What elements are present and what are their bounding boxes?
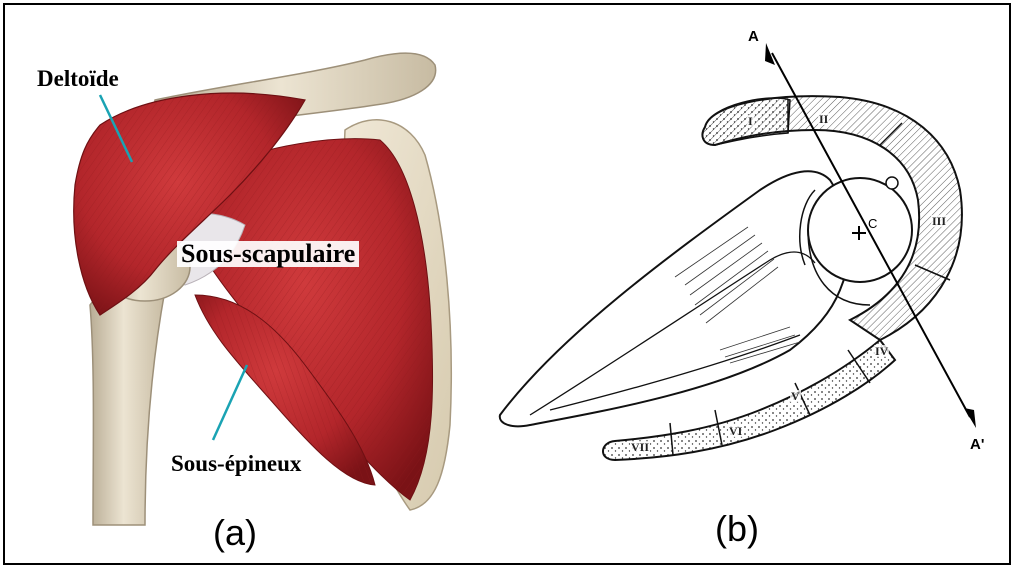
segment-label: VI — [728, 425, 743, 437]
subscapularis-label: Sous-scapulaire — [177, 241, 359, 267]
glenoid-schematic-drawing — [470, 5, 1010, 565]
segment-label: IV — [874, 345, 889, 357]
panel-b-caption: (b) — [715, 511, 759, 547]
axis-label-start: A — [748, 29, 759, 44]
panel-a-caption: (a) — [213, 515, 257, 551]
segment-label: II — [818, 113, 829, 125]
infraspinatus-label: Sous-épineux — [171, 452, 301, 475]
panel-b-schematic-diagram: A A' C I II III IV V VI VII (b) — [470, 5, 1010, 563]
segment-label: VII — [630, 441, 650, 453]
infraspinatus-pointer-line — [213, 365, 247, 440]
segment-label: V — [790, 390, 801, 402]
panel-a-shoulder-illustration: Deltoïde Sous-scapulaire Sous-épineux (a… — [5, 5, 470, 563]
axis-label-end: A' — [970, 437, 984, 452]
segment-label: III — [931, 215, 947, 227]
segment-label: I — [747, 115, 754, 127]
deltoid-label: Deltoïde — [37, 67, 119, 90]
center-label: C — [868, 217, 877, 230]
figure-frame: Deltoïde Sous-scapulaire Sous-épineux (a… — [3, 3, 1011, 565]
